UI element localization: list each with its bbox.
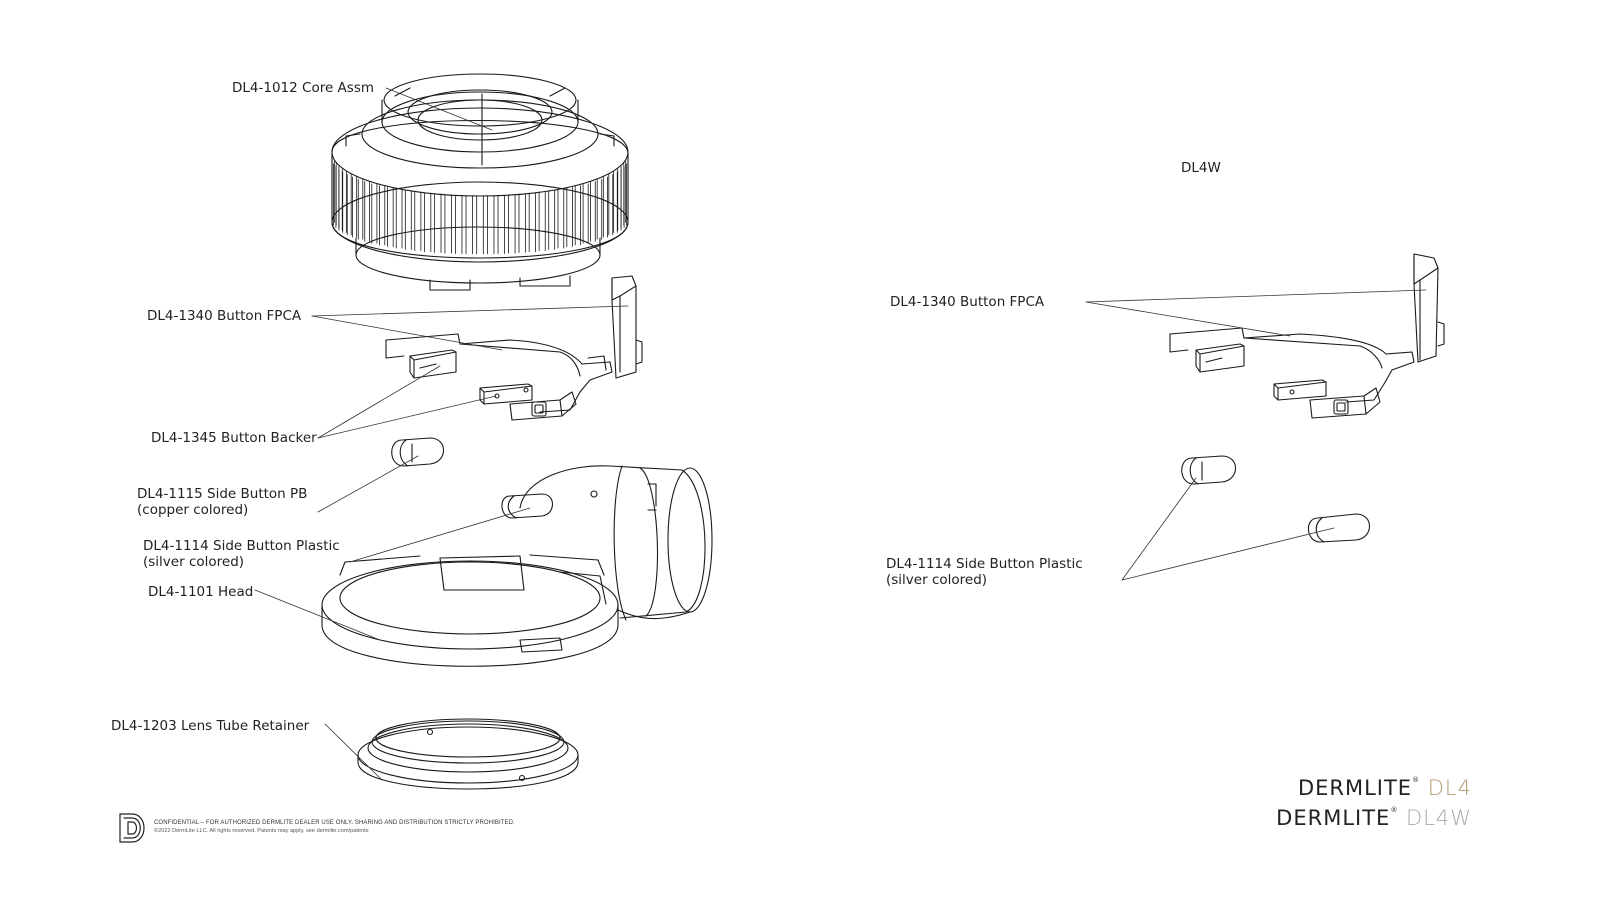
core-assembly-drawing — [331, 73, 629, 291]
label-head: DL4-1101 Head — [148, 584, 254, 600]
brand-model-dl4: DL4 — [1427, 776, 1472, 800]
label-side-button-pb-line1: DL4-1115 Side Button PB — [137, 486, 308, 502]
brand-dl4: DERMLITE® DL4 — [1297, 776, 1472, 800]
label-side-button-plastic-right-line2: (silver colored) — [886, 572, 988, 588]
label-side-button-plastic-left: DL4-1114 Side Button Plastic (silver col… — [143, 538, 340, 570]
label-button-fpca-right: DL4-1340 Button FPCA — [890, 294, 1045, 310]
label-side-button-plastic-left-line1: DL4-1114 Side Button Plastic — [143, 538, 340, 554]
label-side-button-plastic-right-line1: DL4-1114 Side Button Plastic — [886, 556, 1083, 572]
leader-lines — [254, 87, 1427, 781]
side-button-pb-left-drawing — [391, 437, 445, 467]
confidential-notice: CONFIDENTIAL – FOR AUTHORIZED DERMLITE D… — [154, 820, 515, 826]
dl4w-title: DL4W — [1181, 160, 1221, 176]
brand-name-2: DERMLITE — [1276, 806, 1391, 830]
label-side-button-plastic-right: DL4-1114 Side Button Plastic (silver col… — [886, 556, 1083, 588]
lens-tube-retainer-drawing — [357, 718, 579, 790]
brand-name-1: DERMLITE — [1297, 776, 1413, 800]
copyright-notice: ©2022 DermLite LLC. All rights reserved.… — [154, 828, 369, 834]
label-lens-tube-retainer: DL4-1203 Lens Tube Retainer — [111, 718, 310, 734]
label-side-button-plastic-left-line2: (silver colored) — [143, 554, 245, 570]
dermlite-d-logo — [119, 813, 145, 843]
button-fpca-right-drawing — [1169, 253, 1445, 419]
label-side-button-pb: DL4-1115 Side Button PB (copper colored) — [137, 486, 307, 518]
label-button-backer: DL4-1345 Button Backer — [151, 430, 317, 446]
brand-model-dl4w: DL4W — [1406, 806, 1472, 830]
brand-dl4w: DERMLITE® DL4W — [1276, 806, 1472, 830]
label-button-fpca-left: DL4-1340 Button FPCA — [147, 308, 302, 324]
knurl-ribs — [331, 160, 629, 255]
button-fpca-left-drawing — [385, 275, 643, 421]
head-drawing — [321, 465, 713, 667]
side-button-right-top-drawing — [1181, 455, 1237, 485]
side-button-right-bottom-drawing — [1307, 513, 1371, 543]
label-side-button-pb-line2: (copper colored) — [137, 502, 249, 518]
label-core-assm: DL4-1012 Core Assm — [232, 80, 375, 96]
